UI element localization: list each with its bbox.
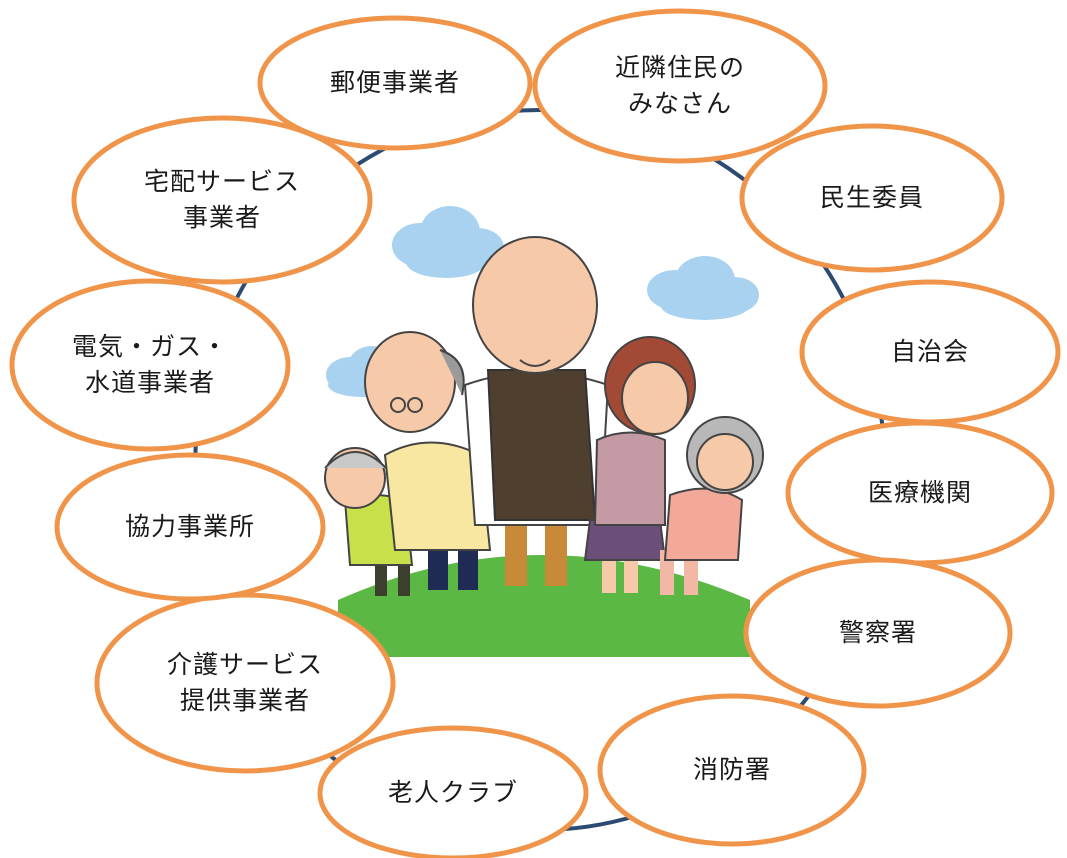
node-label-minsei: 民生委員 [742,126,1002,270]
node-label-line: 宅配サービス [143,167,300,196]
node-label-police: 警察署 [746,560,1010,706]
node-label-line: 介護サービス [166,650,323,679]
node-label-line: 警察署 [838,618,917,647]
node-label-line: 自治会 [890,337,969,366]
node-label-seniorclub: 老人クラブ [320,728,586,858]
node-ellipse-neighbors [532,8,828,164]
node-label-fire: 消防署 [600,696,864,844]
node-label-medical: 医療機関 [788,423,1052,563]
node-label-postal: 郵便事業者 [260,18,530,148]
node-label-line: 近隣住民の [614,53,745,82]
node-label-line: 協力事業所 [124,512,255,541]
node-label-partners: 協力事業所 [57,455,323,599]
node-ellipse-delivery [71,115,373,285]
node-ellipse-fire [597,693,867,847]
node-label-line: 消防署 [692,755,771,784]
person-tall-man [463,236,610,586]
person-woman [583,336,696,593]
node-label-line: 事業者 [182,203,261,232]
node-label-neighbors: 近隣住民のみなさん [535,11,825,161]
node-label-line: 医療機関 [867,478,972,507]
node-label-line: 郵便事業者 [329,68,460,97]
node-label-jichikai: 自治会 [802,282,1058,422]
node-label-line: 老人クラブ [387,778,518,807]
node-label-line: 提供事業者 [179,686,310,715]
node-ellipse-partners [54,452,326,602]
node-label-careservice: 介護サービス提供事業者 [97,595,393,771]
node-label-line: 電気・ガス・ [71,332,228,361]
person-small-woman [660,416,764,595]
node-ellipse-postal [257,15,533,151]
elderly-group-illustration [324,206,764,657]
node-label-utilities: 電気・ガス・水道事業者 [12,281,288,449]
node-label-line: みなさん [627,89,732,118]
node-label-delivery: 宅配サービス事業者 [74,118,370,282]
node-ellipse-utilities [9,278,291,452]
node-label-line: 民生委員 [819,183,924,212]
cloud-icon [647,256,759,320]
node-label-line: 水道事業者 [84,368,215,397]
node-ellipses [9,8,1061,858]
node-ellipse-seniorclub [317,725,589,858]
node-ellipse-police [743,557,1013,709]
node-ellipse-minsei [739,123,1005,273]
